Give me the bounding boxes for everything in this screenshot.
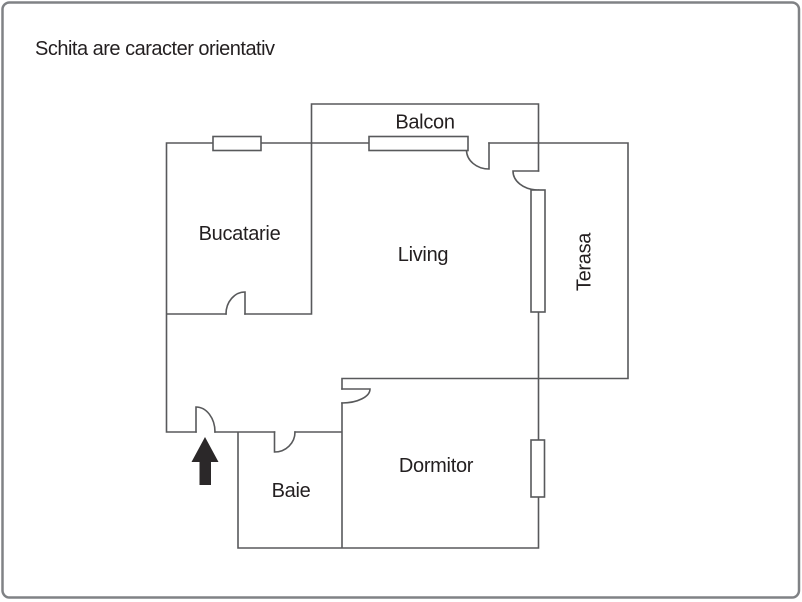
room-label-bucatarie: Bucatarie (199, 223, 281, 245)
door-terasa (512, 170, 540, 191)
room-label-dormitor: Dormitor (399, 455, 474, 477)
door-entrance (195, 406, 216, 433)
labels-group: Schita are caracter orientativ Bucatarie… (35, 38, 596, 502)
room-label-terasa: Terasa (574, 232, 596, 291)
window-balcon (368, 135, 469, 152)
balcony-outline (310, 103, 540, 144)
window-terasa (530, 189, 546, 313)
door-balcon (465, 142, 490, 170)
windows-group (212, 135, 546, 498)
door-bucatarie (225, 291, 246, 315)
room-label-baie: Baie (272, 480, 311, 502)
entrance-up-arrow-icon (191, 437, 219, 485)
window-bucatarie (212, 135, 262, 152)
walls-group (165, 103, 629, 549)
wall-outline (165, 142, 629, 549)
room-label-balcon: Balcon (395, 112, 454, 134)
room-label-living: Living (398, 244, 448, 266)
door-dormitor (341, 388, 371, 404)
window-dormitor (530, 439, 546, 498)
sketch-title: Schita are caracter orientativ (35, 38, 275, 60)
door-baie (273, 431, 296, 453)
